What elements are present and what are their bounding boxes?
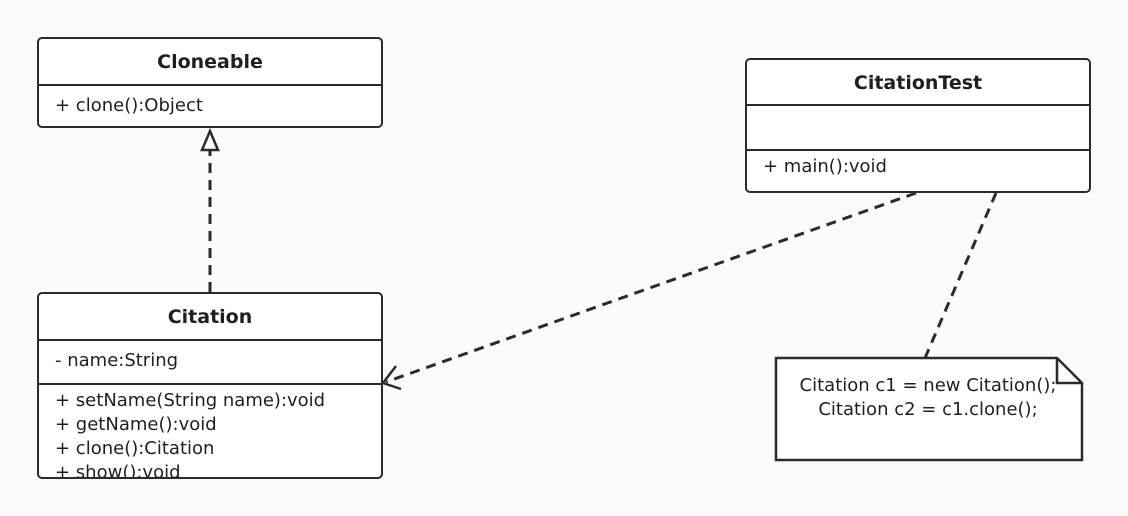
operation: + setName(String name):void	[55, 390, 326, 411]
note-line: Citation c2 = c1.clone();	[818, 399, 1038, 420]
class-citation[interactable]: Citation - name:String + setName(String …	[37, 292, 383, 479]
operations-compartment: + clone():Object	[39, 86, 381, 126]
note[interactable]: Citation c1 = new Citation(); Citation c…	[778, 374, 1078, 422]
realization-arrowhead	[200, 127, 220, 152]
class-name: CitationTest	[747, 60, 1089, 106]
class-citation-test[interactable]: CitationTest + main():void	[745, 58, 1091, 193]
class-name: Cloneable	[39, 39, 381, 86]
dependency-line	[385, 191, 917, 384]
attribute: - name:String	[55, 350, 179, 371]
operations-compartment: + main():void	[747, 151, 1089, 191]
operation: + clone():Object	[55, 95, 203, 116]
operation: + getName():void	[55, 414, 217, 435]
attributes-compartment: - name:String	[39, 341, 381, 385]
note-anchor-line	[923, 192, 998, 359]
operation: + show():void	[55, 462, 181, 479]
operations-compartment: + setName(String name):void + getName():…	[39, 385, 381, 479]
note-line: Citation c1 = new Citation();	[799, 375, 1057, 396]
class-cloneable[interactable]: Cloneable + clone():Object	[37, 37, 383, 128]
attributes-compartment	[747, 106, 1089, 151]
note-shape	[774, 356, 1084, 462]
operation: + main():void	[763, 156, 887, 177]
dependency-arrowhead	[380, 365, 402, 391]
class-name: Citation	[39, 294, 381, 341]
operation: + clone():Citation	[55, 438, 215, 459]
